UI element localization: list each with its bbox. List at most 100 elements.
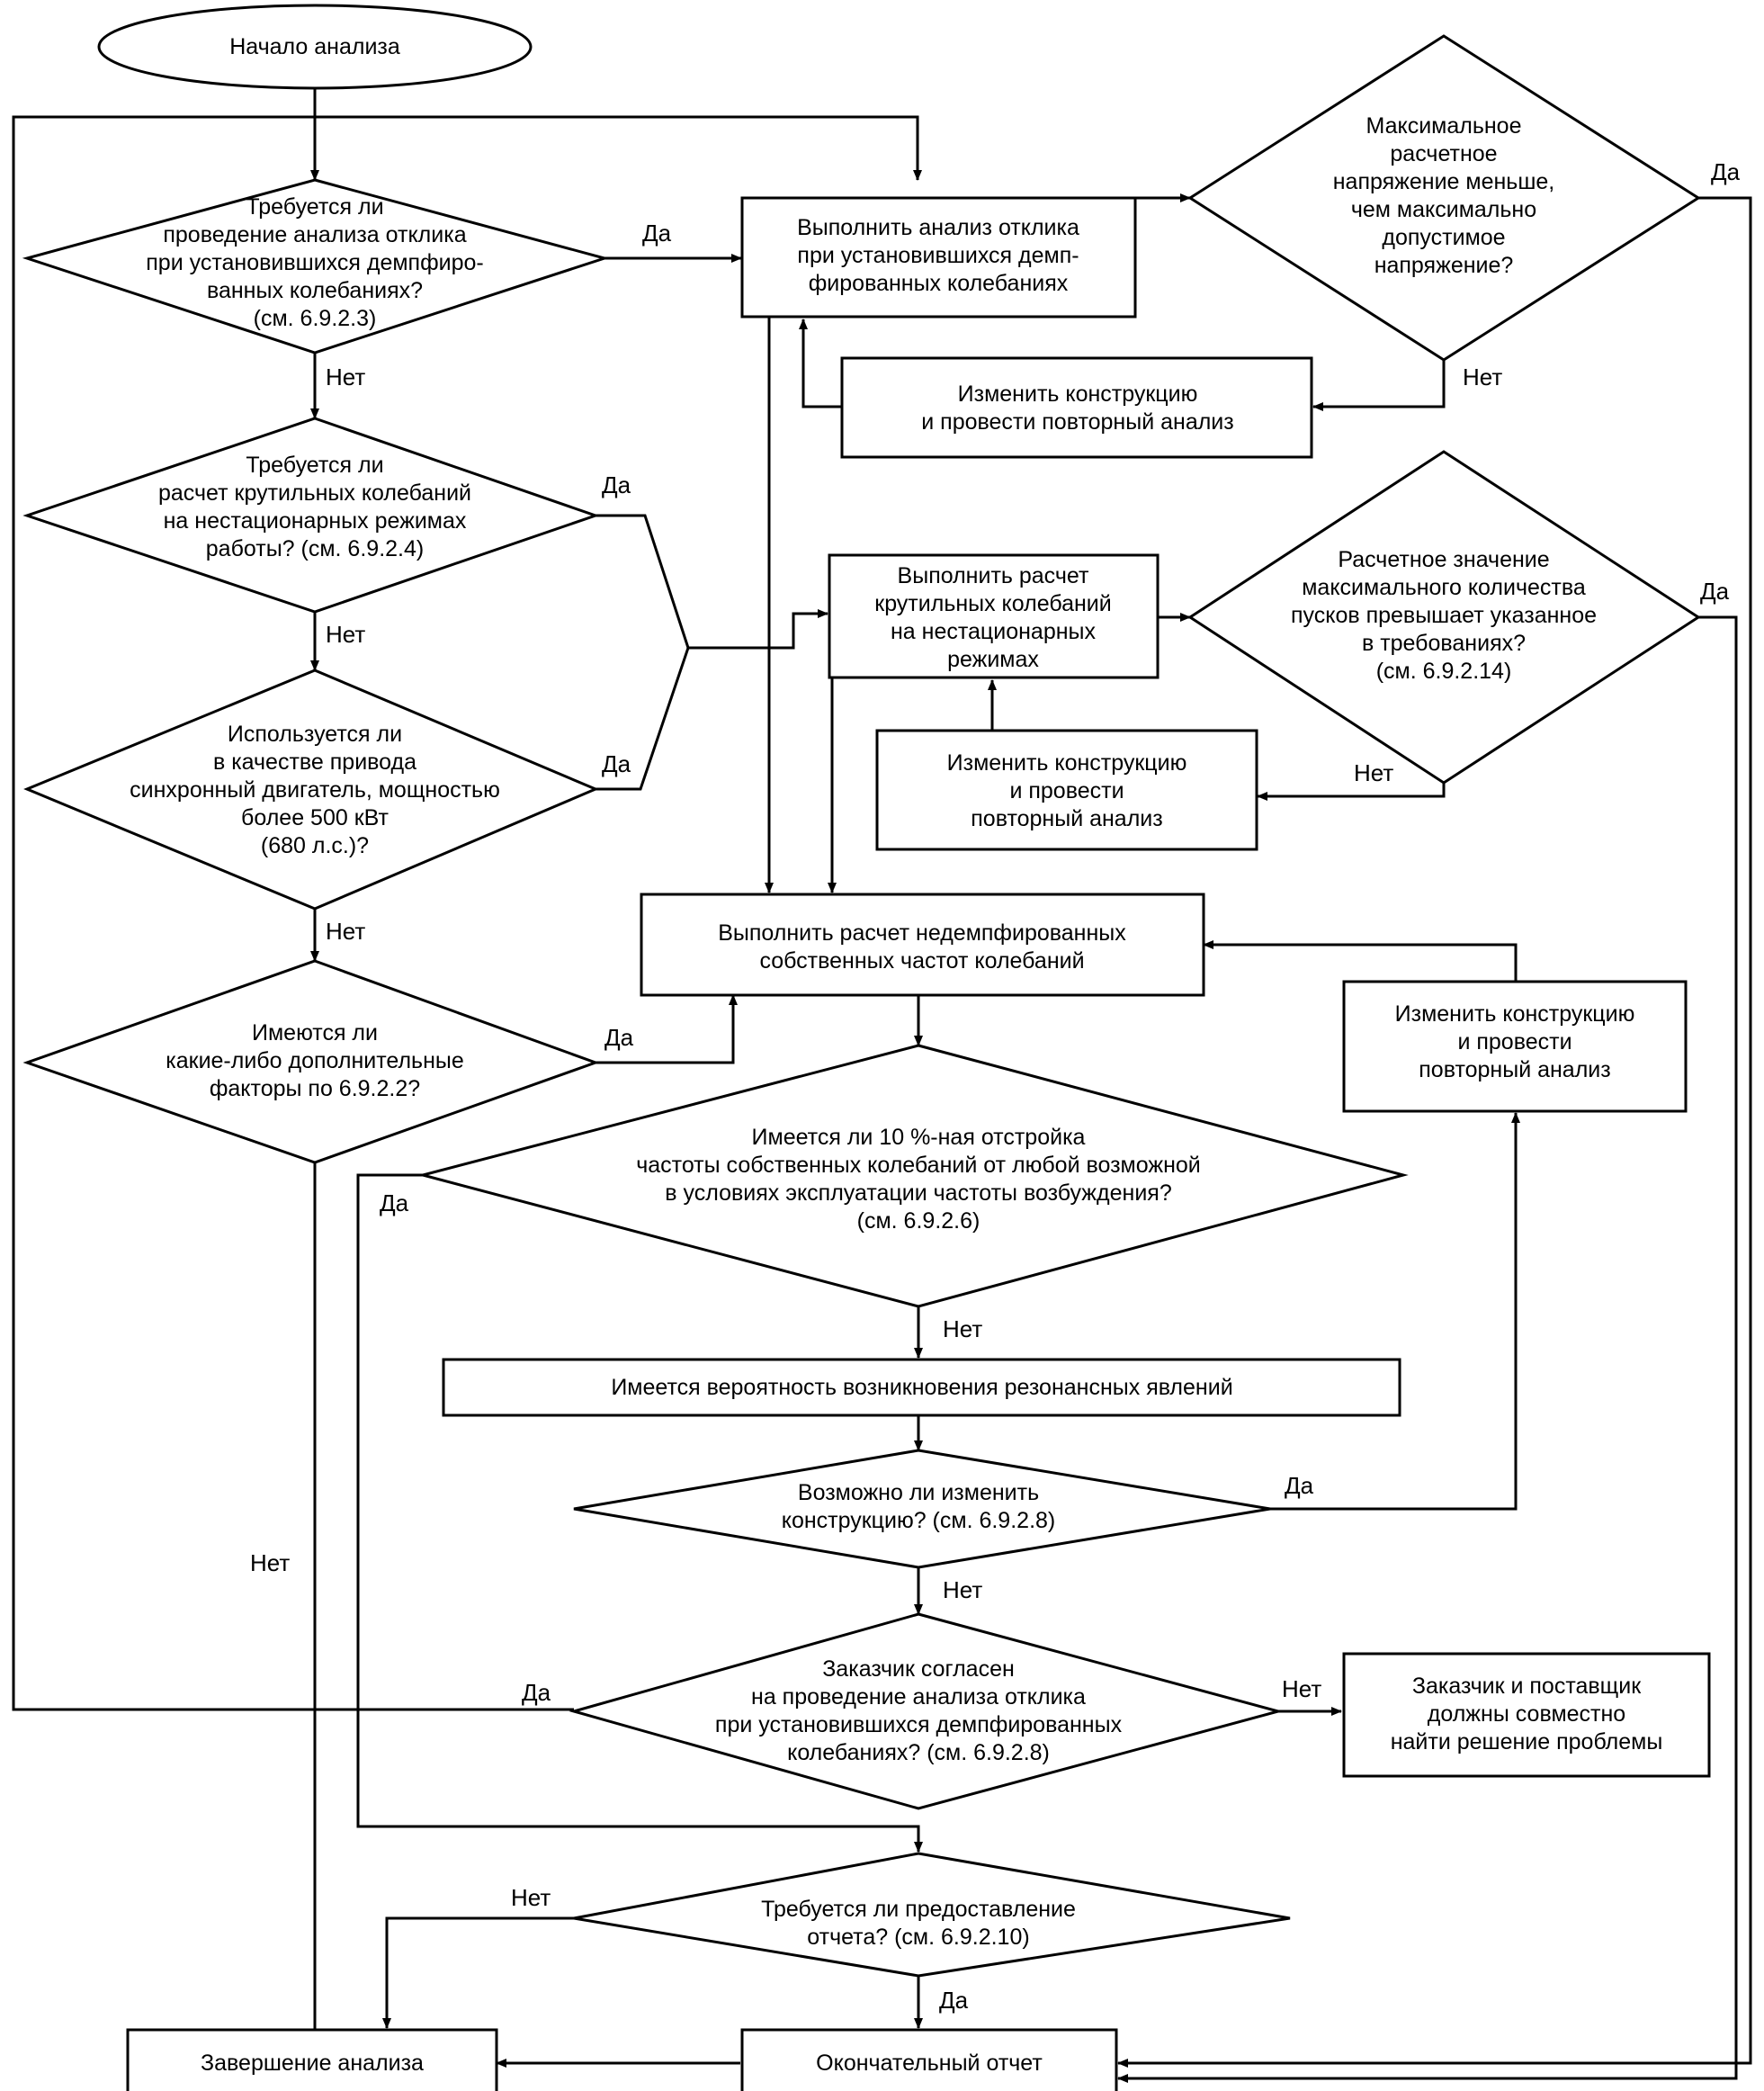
edge-stress-yes bbox=[1117, 196, 1752, 2068]
text-line: Имеется вероятность возникновения резона… bbox=[611, 1375, 1232, 1400]
text-line: частоты собственных колебаний от любой в… bbox=[636, 1153, 1201, 1178]
report-required-question-diamond bbox=[573, 1852, 1291, 1978]
final-report-text: Окончательный отчет bbox=[816, 2051, 1043, 2076]
text-line: конструкцию? (см. 6.9.2.8) bbox=[782, 1508, 1056, 1533]
text-line: отчета? (см. 6.9.2.10) bbox=[807, 1925, 1029, 1950]
transient-calc-process-text: Выполнить расчет крутильных колебаний на н… bbox=[874, 563, 1111, 672]
label-sync-no: Нет bbox=[326, 918, 365, 945]
text-line: чем максимально bbox=[1351, 197, 1536, 222]
text-line: при установившихся демпфиро- bbox=[146, 250, 484, 275]
edge-redesign3-to-undamped bbox=[1203, 940, 1518, 982]
end-analysis-text: Завершение анализа bbox=[201, 2051, 424, 2076]
text-line: Требуется ли bbox=[246, 453, 383, 478]
text-line: крутильных колебаний bbox=[874, 591, 1111, 616]
text-line: какие-либо дополнительные bbox=[166, 1048, 464, 1073]
text-line: Максимальное bbox=[1366, 113, 1521, 139]
text-line: Выполнить расчет bbox=[898, 563, 1089, 588]
redesign-box-2 bbox=[875, 729, 1258, 851]
text-line: на нестационарных bbox=[891, 619, 1097, 644]
label-margin-no: Нет bbox=[943, 1315, 982, 1342]
text-line: колебаниях? (см. 6.9.2.8) bbox=[787, 1740, 1050, 1765]
steady-analysis-process-box bbox=[740, 196, 1137, 319]
text-line: более 500 кВт bbox=[241, 805, 389, 830]
label-margin-yes: Да bbox=[380, 1189, 409, 1216]
text-line: расчетное bbox=[1390, 141, 1497, 166]
label-modify-no: Нет bbox=[943, 1576, 982, 1603]
text-line: Окончательный отчет bbox=[816, 2051, 1043, 2076]
label-modify-yes: Да bbox=[1285, 1472, 1314, 1499]
label-starts-no: Нет bbox=[1354, 759, 1393, 786]
text-line: Расчетное значение bbox=[1338, 547, 1549, 572]
additional-factors-question-diamond bbox=[22, 959, 600, 1164]
text-line: режимах bbox=[947, 647, 1039, 672]
label-starts-yes: Да bbox=[1700, 578, 1730, 605]
frequency-margin-question-diamond bbox=[417, 1044, 1409, 1308]
label-customer-no: Нет bbox=[1282, 1675, 1321, 1702]
text-line: Заказчик согласен bbox=[822, 1656, 1015, 1682]
text-line: (см. 6.9.2.6) bbox=[857, 1208, 980, 1234]
text-line: Используется ли bbox=[228, 722, 402, 747]
text-line: работы? (см. 6.9.2.4) bbox=[206, 536, 424, 561]
edge-labels: Да Нет Да Нет Да Нет Да Нет Да Нет Да Не… bbox=[250, 158, 1741, 2014]
text-line: напряжение? bbox=[1374, 253, 1514, 278]
label-factors-yes: Да bbox=[604, 1024, 634, 1051]
synchronous-motor-question-diamond bbox=[23, 669, 599, 911]
transient-calc-question-diamond bbox=[22, 417, 600, 614]
joint-solution-box bbox=[1342, 1652, 1711, 1778]
text-line: в качестве привода bbox=[213, 749, 416, 775]
text-line: максимального количества bbox=[1302, 575, 1586, 600]
label-steady-yes: Да bbox=[642, 220, 672, 247]
text-line: пусков превышает указанное bbox=[1291, 603, 1597, 628]
text-line: Требуется ли предоставление bbox=[761, 1897, 1076, 1922]
design-change-question-diamond bbox=[573, 1449, 1271, 1569]
resonance-likely-text: Имеется вероятность возникновения резона… bbox=[611, 1375, 1232, 1400]
label-stress-yes: Да bbox=[1711, 158, 1741, 185]
edge-sync-yes bbox=[595, 647, 690, 791]
text-line: на нестационарных режимах bbox=[164, 508, 467, 534]
text-line: собственных частот колебаний bbox=[759, 948, 1084, 974]
edge-margin-yes bbox=[356, 1173, 923, 1853]
text-line: ванных колебаниях? bbox=[207, 278, 423, 303]
text-line: напряжение меньше, bbox=[1333, 169, 1554, 194]
report-required-question-text: Требуется ли предоставление отчета? (см. … bbox=[761, 1897, 1076, 1950]
text-line: и провести повторный анализ bbox=[921, 409, 1234, 435]
edge-customer-yes-loop bbox=[12, 115, 922, 1711]
label-factors-no: Нет bbox=[250, 1549, 290, 1576]
resonance-likely-box bbox=[442, 1358, 1401, 1417]
edge-starts-yes bbox=[1117, 615, 1738, 2083]
text-line: (680 л.с.)? bbox=[261, 833, 369, 858]
undamped-frequencies-process-box bbox=[640, 893, 1205, 997]
edge-report-no bbox=[382, 1916, 574, 2029]
edge-modify-yes bbox=[1270, 1112, 1520, 1511]
text-line: проведение анализа отклика bbox=[163, 222, 466, 247]
text-line: Заказчик и поставщик bbox=[1412, 1674, 1642, 1699]
label-report-yes: Да bbox=[939, 1987, 969, 2014]
label-transient-yes: Да bbox=[602, 471, 631, 498]
text-line: на проведение анализа отклика bbox=[751, 1684, 1086, 1710]
text-line: Изменить конструкцию bbox=[1395, 1001, 1635, 1027]
redesign-box-3 bbox=[1342, 980, 1688, 1113]
edge-transient-yes bbox=[595, 514, 690, 649]
customer-agreement-question-diamond bbox=[569, 1612, 1284, 1810]
redesign-box-1 bbox=[840, 356, 1313, 459]
label-customer-yes: Да bbox=[522, 1679, 551, 1706]
text-line: (см. 6.9.2.14) bbox=[1376, 659, 1512, 684]
edge-starts-no bbox=[1257, 783, 1446, 801]
text-line: Имеется ли 10 %-ная отстройка bbox=[752, 1125, 1086, 1150]
text-line: найти решение проблемы bbox=[1391, 1729, 1663, 1754]
text-line: повторный анализ bbox=[971, 806, 1162, 831]
text-line: при установившихся демп- bbox=[797, 243, 1079, 268]
text-line: Изменить конструкцию bbox=[947, 750, 1187, 776]
text-line: допустимое bbox=[1382, 225, 1505, 250]
steady-analysis-question-diamond bbox=[22, 178, 610, 354]
